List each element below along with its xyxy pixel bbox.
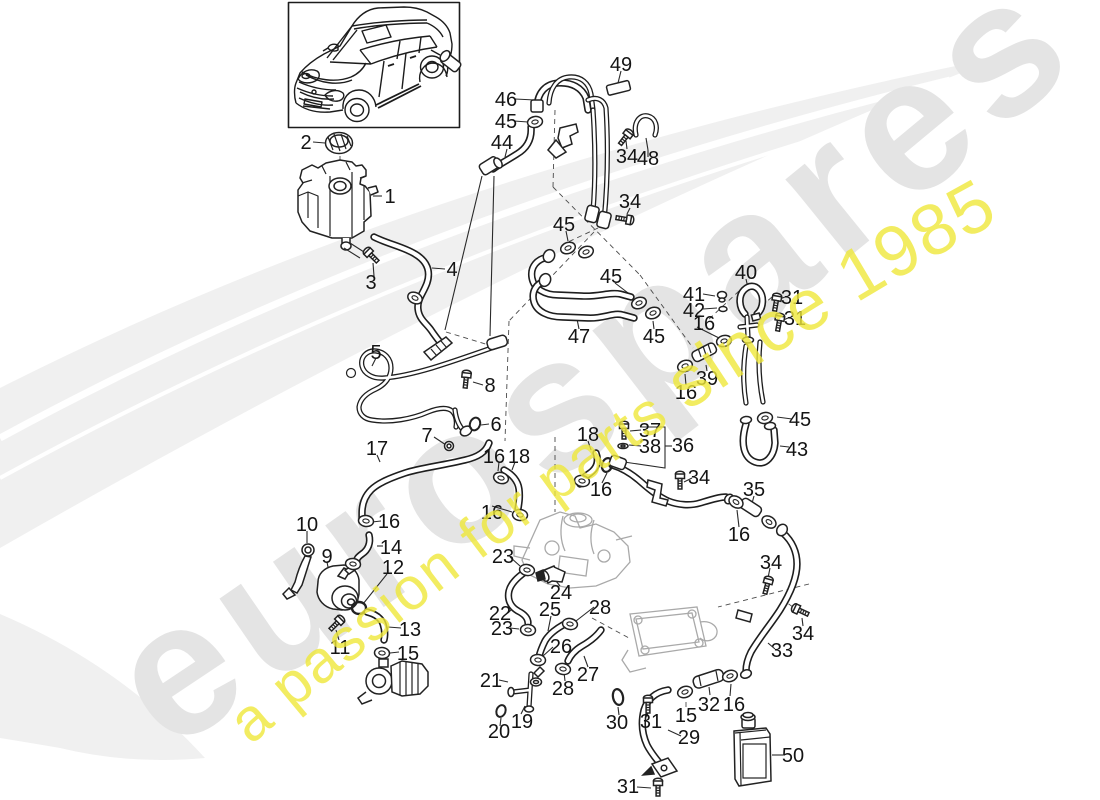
- svg-text:47: 47: [568, 326, 590, 348]
- svg-text:42: 42: [683, 300, 705, 322]
- svg-text:31: 31: [640, 711, 662, 733]
- svg-text:45: 45: [643, 326, 665, 348]
- svg-text:16: 16: [590, 479, 612, 501]
- svg-text:26: 26: [550, 636, 572, 658]
- svg-text:49: 49: [610, 54, 632, 76]
- svg-text:18: 18: [508, 446, 530, 468]
- svg-text:36: 36: [672, 435, 694, 457]
- svg-text:15: 15: [675, 705, 697, 727]
- svg-text:39: 39: [696, 368, 718, 390]
- svg-text:15: 15: [397, 643, 419, 665]
- svg-text:13: 13: [399, 619, 421, 641]
- svg-text:30: 30: [606, 712, 628, 734]
- svg-text:11: 11: [330, 637, 351, 659]
- svg-text:4: 4: [446, 259, 457, 281]
- svg-text:33: 33: [771, 640, 793, 662]
- svg-text:9: 9: [321, 546, 332, 568]
- svg-text:45: 45: [553, 214, 575, 236]
- svg-text:43: 43: [786, 439, 808, 461]
- svg-text:34: 34: [792, 623, 814, 645]
- svg-text:31: 31: [784, 308, 806, 330]
- svg-text:20: 20: [488, 721, 510, 743]
- svg-text:16: 16: [723, 694, 745, 716]
- svg-text:37: 37: [639, 420, 661, 442]
- svg-text:1: 1: [384, 186, 395, 208]
- svg-text:28: 28: [589, 597, 611, 619]
- svg-text:16: 16: [728, 524, 750, 546]
- svg-text:38: 38: [639, 436, 661, 458]
- svg-text:31: 31: [617, 776, 639, 798]
- svg-text:41: 41: [683, 284, 705, 306]
- svg-text:34: 34: [760, 552, 782, 574]
- svg-text:40: 40: [735, 262, 757, 284]
- svg-text:18: 18: [577, 424, 599, 446]
- svg-text:22: 22: [489, 603, 511, 625]
- svg-text:27: 27: [577, 664, 599, 686]
- svg-text:35: 35: [743, 479, 765, 501]
- svg-text:34: 34: [616, 146, 638, 168]
- svg-text:29: 29: [678, 727, 700, 749]
- svg-text:17: 17: [366, 438, 388, 460]
- svg-text:45: 45: [600, 266, 622, 288]
- svg-text:24: 24: [550, 582, 572, 604]
- svg-text:16: 16: [675, 382, 697, 404]
- svg-text:19: 19: [511, 711, 533, 733]
- svg-text:23: 23: [492, 546, 514, 568]
- svg-text:31: 31: [781, 287, 803, 309]
- svg-text:14: 14: [380, 537, 402, 559]
- svg-text:16: 16: [378, 511, 400, 533]
- svg-text:45: 45: [789, 409, 811, 431]
- svg-text:32: 32: [698, 694, 720, 716]
- svg-text:44: 44: [491, 132, 513, 154]
- svg-text:46: 46: [495, 89, 517, 111]
- svg-text:48: 48: [637, 148, 659, 170]
- svg-text:3: 3: [365, 272, 376, 294]
- svg-text:16: 16: [481, 502, 503, 524]
- svg-text:34: 34: [619, 191, 641, 213]
- svg-text:10: 10: [296, 514, 318, 536]
- svg-text:23: 23: [491, 618, 513, 640]
- svg-text:7: 7: [421, 425, 432, 447]
- svg-text:16: 16: [483, 446, 505, 468]
- svg-text:25: 25: [539, 599, 561, 621]
- svg-text:12: 12: [382, 557, 404, 579]
- svg-text:2: 2: [300, 132, 311, 154]
- svg-text:28: 28: [552, 678, 574, 700]
- svg-text:21: 21: [480, 670, 502, 692]
- svg-text:8: 8: [484, 375, 495, 397]
- svg-text:50: 50: [782, 745, 804, 767]
- svg-text:34: 34: [688, 467, 710, 489]
- svg-text:6: 6: [490, 414, 501, 436]
- svg-text:45: 45: [495, 111, 517, 133]
- svg-text:5: 5: [370, 342, 381, 364]
- svg-text:16: 16: [693, 313, 715, 335]
